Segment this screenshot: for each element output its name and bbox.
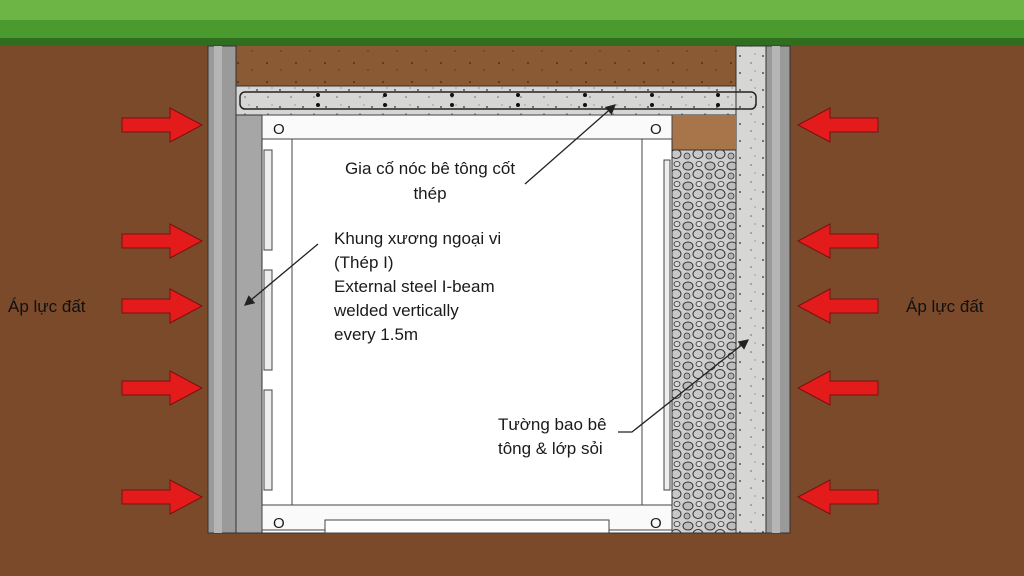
roof-leader-line	[524, 104, 616, 185]
arrow-right-icon	[121, 223, 204, 259]
corner-castings: O O O O	[273, 121, 662, 532]
wall-leader-line	[618, 339, 750, 433]
svg-text:O: O	[273, 121, 285, 138]
svg-text:O: O	[650, 515, 662, 532]
frame-label-line4: welded vertically	[333, 301, 459, 320]
arrow-right-icon	[121, 370, 204, 406]
wall-label-line1: Tường bao bê	[498, 415, 607, 434]
frame-label-line1: Khung xương ngoại vi	[334, 229, 501, 248]
svg-text:O: O	[273, 515, 285, 532]
backfill	[672, 115, 736, 155]
reinforced-concrete-roof	[235, 85, 757, 116]
frame-leader-line	[244, 243, 319, 306]
arrow-left-icon	[796, 479, 879, 515]
topsoil-layer	[236, 46, 736, 86]
wall-label-line2: tông & lớp sỏi	[498, 439, 603, 458]
svg-text:O: O	[650, 121, 662, 138]
earth-pressure-label-right: Áp lực đất	[906, 297, 984, 316]
arrow-right-icon	[121, 107, 204, 143]
gravel-layer	[671, 149, 737, 534]
earth-pressure-label-left: Áp lực đất	[8, 297, 86, 316]
left-steel-wall	[207, 45, 263, 534]
frame-label-line3: External steel I-beam	[334, 277, 495, 296]
arrow-right-icon	[121, 288, 204, 324]
container	[261, 114, 673, 534]
arrow-right-icon	[121, 479, 204, 515]
frame-label-line5: every 1.5m	[334, 325, 418, 344]
arrow-left-icon	[796, 370, 879, 406]
arrow-left-icon	[796, 107, 879, 143]
arrow-left-icon	[796, 288, 879, 324]
earth-pressure-arrows	[121, 107, 879, 515]
right-steel-wall	[765, 45, 791, 534]
grass	[0, 0, 1024, 46]
roof-label-line1: Gia cố nóc bê tông cốt	[345, 159, 515, 178]
concrete-wall	[735, 45, 767, 534]
roof-label-line2: thép	[413, 184, 446, 203]
frame-label-line2: (Thép I)	[334, 253, 394, 272]
arrow-left-icon	[796, 223, 879, 259]
